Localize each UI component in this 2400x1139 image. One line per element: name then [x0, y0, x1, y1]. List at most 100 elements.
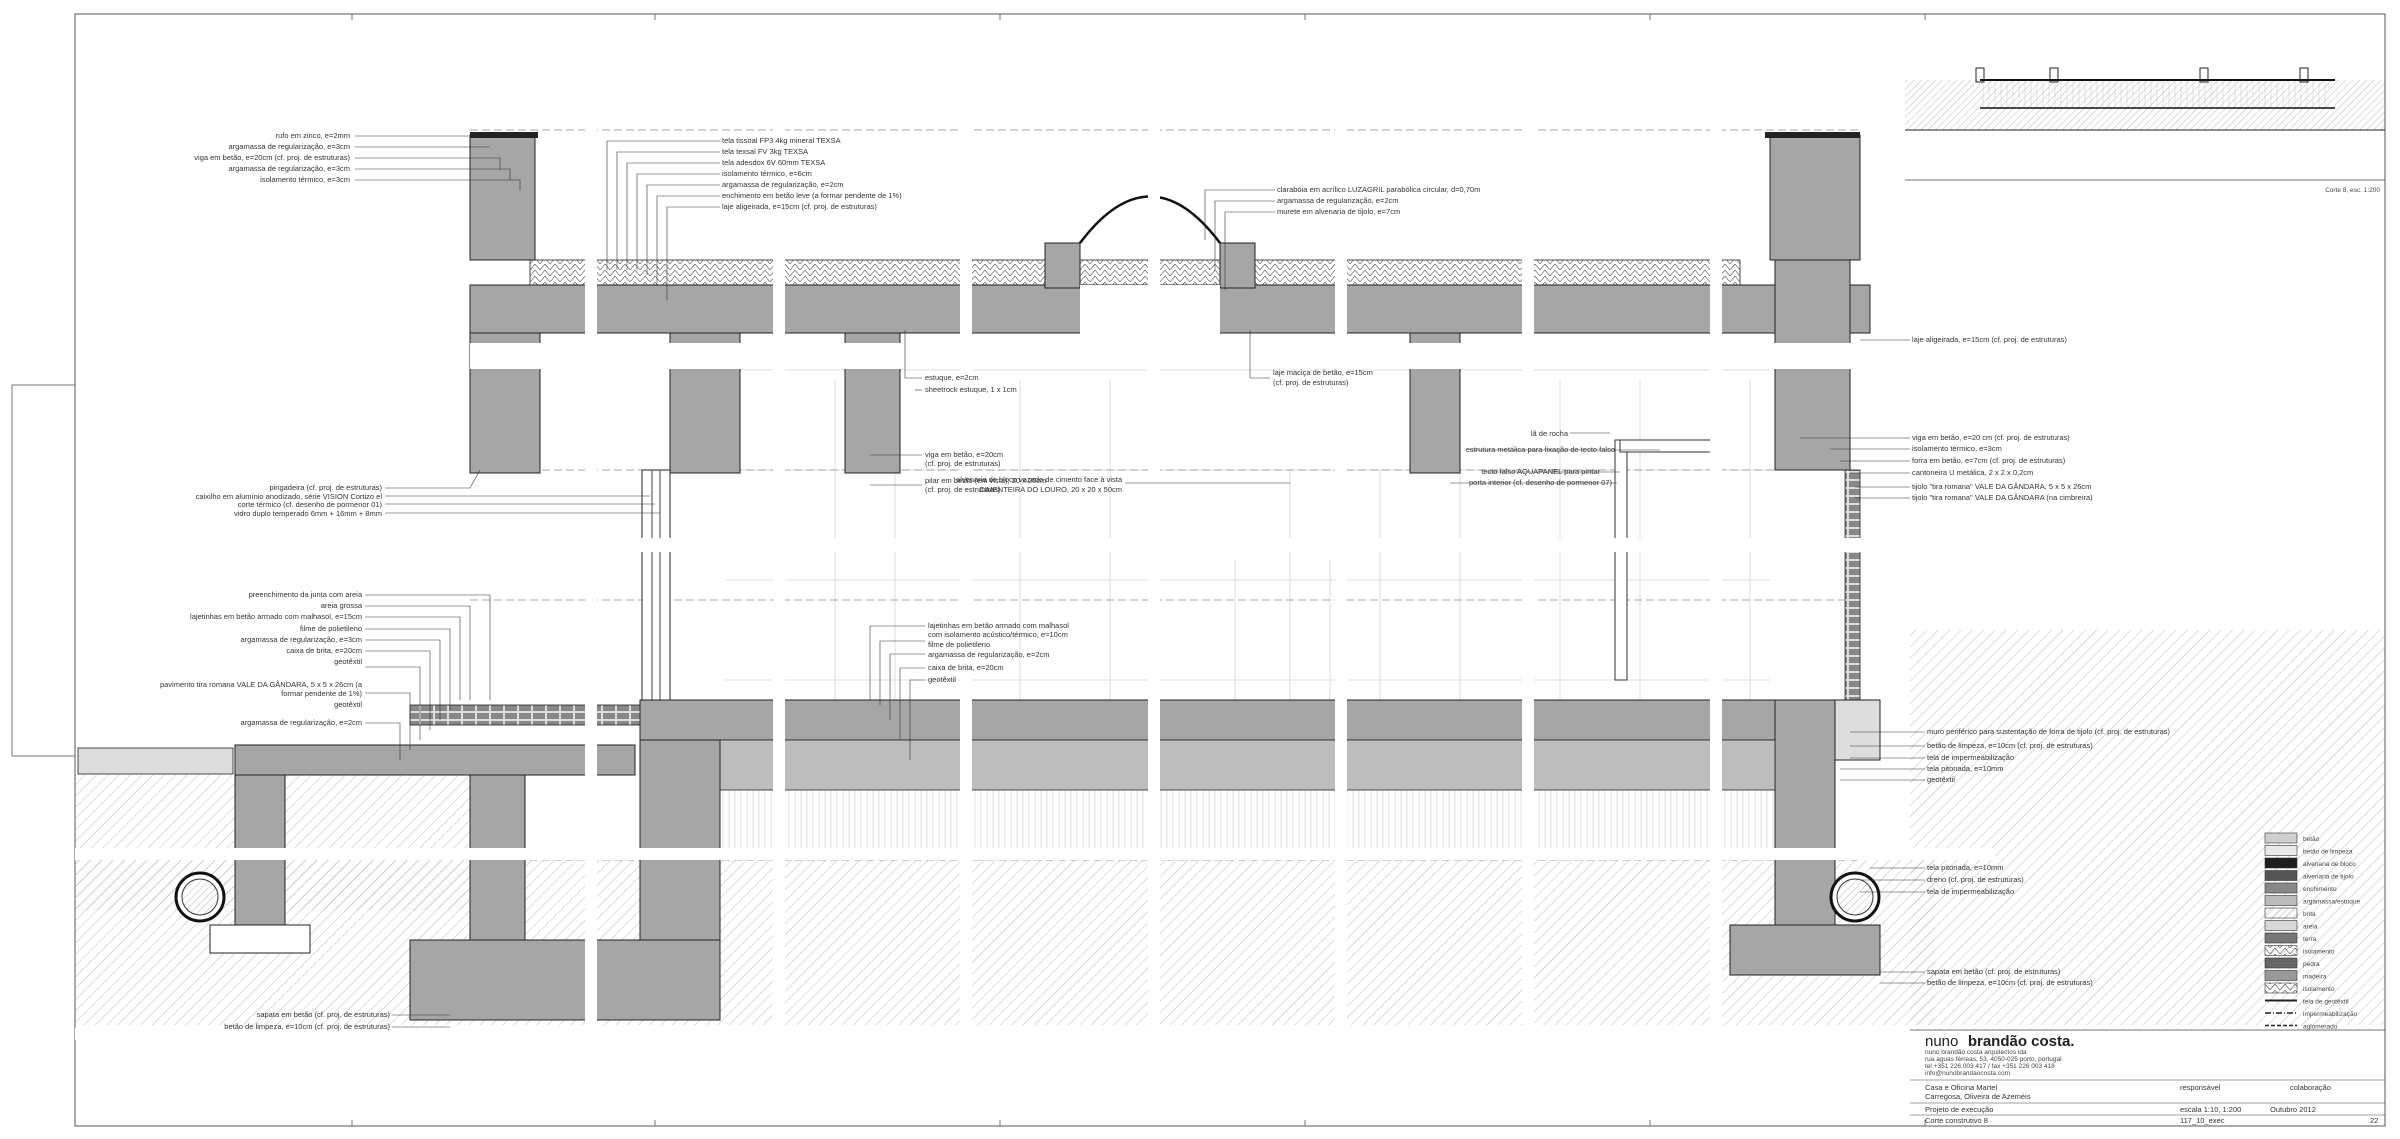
- callout-text: clarabóia em acrílico LUZAGRIL parabólic…: [1277, 185, 1480, 194]
- responsible-label: responsável: [2180, 1083, 2221, 1092]
- callouts-right-wall: laje aligeirada, e=15cm (cf. proj. de es…: [1912, 335, 2093, 502]
- sheet-frame: [74, 13, 2386, 1127]
- callout-text: caixa de brita, e=20cm: [928, 663, 1004, 672]
- callout-text: (cf. proj. de estruturas): [925, 459, 1001, 468]
- callouts-left-window: pingadeira (cf. proj. de estruturas) cai…: [196, 483, 383, 518]
- callout-text: argamassa de regularização, e=2cm: [240, 718, 362, 727]
- callouts-bottom-left: sapata em betão (cf. proj. de estruturas…: [224, 1010, 390, 1031]
- legend-swatch: [2264, 845, 2298, 856]
- callout-text: argamassa de regularização, e=3cm: [228, 164, 350, 173]
- callout-text: filme de polietileno: [928, 640, 990, 649]
- legend-swatch: [2264, 832, 2298, 844]
- callout-text: tela adesdox 6V 60mm TEXSA: [722, 158, 825, 167]
- roof-parapet-left-cap: [470, 132, 538, 138]
- legend-label: tela de geotêxtil: [2303, 999, 2349, 1006]
- floor-gravel: [639, 739, 1776, 791]
- callouts-skylight: clarabóia em acrílico LUZAGRIL parabólic…: [1277, 185, 1480, 216]
- callout-text: laje aligeirada, e=15cm (cf. proj. de es…: [1912, 335, 2067, 344]
- terrace-paving: [409, 704, 641, 726]
- callout-text: vidro duplo temperado 6mm + 16mm + 8mm: [234, 509, 382, 518]
- legend-label: isolamento: [2303, 949, 2335, 956]
- break-lines: [75, 120, 1995, 1040]
- drawing-date: Outubro 2012: [2270, 1105, 2316, 1114]
- window-frame-left: [641, 469, 671, 711]
- callout-text: pavimento tira romana VALE DA GÂNDARA, 5…: [160, 680, 363, 689]
- legend-label: isolamento: [2303, 986, 2335, 993]
- callout-text: caixilho em alumínio anodizado, série VI…: [196, 492, 383, 501]
- callout-text: laje maciça de betão, e=15cm: [1273, 368, 1373, 377]
- callout-text: estrutura metálica para fixação de tecto…: [1466, 445, 1615, 454]
- callout-text: formar pendente de 1%): [281, 689, 362, 698]
- legend-swatch: [2264, 945, 2298, 956]
- callout-text: argamassa de regularização, e=2cm: [928, 650, 1050, 659]
- legend-swatch: [2264, 870, 2298, 881]
- brand-bold: brandão costa.: [1968, 1033, 2075, 1050]
- callouts-right-ground: muro periférico para sustentação de forr…: [1927, 727, 2171, 987]
- legend-label: alvenaria de tijolo: [2303, 874, 2354, 881]
- callout-text: argamassa de regularização, e=2cm: [1277, 196, 1399, 205]
- legend-label: argamassa/estuque: [2303, 899, 2360, 906]
- callout-text: betão de limpeza, e=10cm (cf. proj. de e…: [1927, 741, 2093, 750]
- roof-parapet-left: [469, 134, 536, 261]
- callout-text: viga em betão, e=20 cm (cf. proj. de est…: [1912, 433, 2070, 442]
- callout-text: geotêxtil: [334, 657, 362, 666]
- callout-text: laje aligeirada, e=15cm (cf. proj. de es…: [722, 202, 877, 211]
- callout-text: tecto falso AQUAPANEL para pintar: [1481, 467, 1600, 476]
- callout-text: betão de limpeza, e=10cm (cf. proj. de e…: [1927, 978, 2093, 987]
- wall-right-base: [1834, 699, 1881, 761]
- legend-swatch: [2264, 907, 2298, 919]
- callouts-roof-top: tela tissoal FP3 4kg mineral TEXSA tela …: [722, 136, 902, 211]
- callout-text: pingadeira (cf. proj. de estruturas): [269, 483, 382, 492]
- callout-text: tela pitonada, e=10mm: [1927, 764, 2004, 773]
- callout-text: tela texsal FV 3kg TEXSA: [722, 147, 808, 156]
- sheet-fold-mark: [11, 384, 75, 757]
- ground-right: [1910, 630, 2385, 1025]
- callout-text: geotêxtil: [928, 675, 956, 684]
- callout-text: pilar em betão (em vista), 20 x 20cm: [925, 476, 1046, 485]
- project-location: Carregosa, Oliveira de Azeméis: [1925, 1092, 2031, 1101]
- collaboration-label: colaboração: [2290, 1083, 2331, 1092]
- callouts-floor-mid: lajetinhas em betão armado com malhasol …: [928, 621, 1069, 684]
- callouts-left-roof: rufo em zinco, e=2mm argamassa de regula…: [194, 131, 350, 184]
- key-section: Corte 8, esc. 1:200: [1905, 67, 2385, 194]
- callout-text: filme de polietileno: [300, 624, 362, 633]
- callout-text: isolamento térmico, e=3cm: [1912, 444, 2002, 453]
- legend-label: aglomerado: [2303, 1024, 2338, 1031]
- callout-text: enchimento em betão leve (a formar pende…: [722, 191, 902, 200]
- legend-swatch: [2264, 895, 2298, 906]
- file-code: 117_10_exec: [2180, 1116, 2225, 1125]
- footing-right: [1729, 924, 1881, 976]
- legend-label: terra: [2303, 936, 2317, 943]
- ground-left-lower: [75, 860, 1935, 1025]
- wall-right-brick: [1844, 469, 1861, 701]
- office-line: nuno brandão costa arquitectos lda: [1925, 1049, 2027, 1056]
- callout-text: caixa de brita, e=20cm: [286, 646, 362, 655]
- callout-text: tijolo "tira romana" VALE DA GÂNDARA (na…: [1912, 493, 2093, 502]
- legend-label: areia: [2303, 924, 2318, 931]
- callout-text: (cf. proj. de estruturas): [1273, 378, 1349, 387]
- callout-text: isolamento térmico, e=6cm: [722, 169, 812, 178]
- callout-text: dreno (cf. proj. de estruturas): [1927, 875, 2024, 884]
- leader-lines: [355, 135, 1925, 1028]
- project-phase: Projeto de execução: [1925, 1105, 1993, 1114]
- callout-text: argamassa de regularização, e=3cm: [240, 635, 362, 644]
- callout-text: porta interior (cf. desenho de pormenor …: [1469, 478, 1612, 487]
- key-section-caption: Corte 8, esc. 1:200: [2325, 187, 2380, 194]
- callouts-mid-upper: estuque, e=2cm sheetrock estuque, 1 x 1c…: [925, 368, 1373, 494]
- callout-text: lajetinhas em betão armado com malhasol: [928, 621, 1069, 630]
- sheet-number: 22: [2370, 1116, 2378, 1125]
- callouts-right-mid: lã de rocha estrutura metálica para fixa…: [1466, 429, 1615, 487]
- legend-swatch: [2264, 920, 2298, 931]
- sheet-name: Corte construtivo 8: [1925, 1116, 1988, 1125]
- skylight-upstand-left: [1044, 242, 1081, 289]
- callout-text: areia grossa: [321, 601, 363, 610]
- door-post: [1614, 439, 1628, 681]
- callout-text: forra em betão, e=7cm (cf. proj. de estr…: [1912, 456, 2066, 465]
- footing-mid: [409, 939, 721, 1021]
- floor-slab: [639, 699, 1776, 741]
- legend-label: madeira: [2303, 974, 2327, 981]
- legend-label: alvenaria de bloco: [2303, 861, 2356, 868]
- callout-text: geotêxtil: [334, 700, 362, 709]
